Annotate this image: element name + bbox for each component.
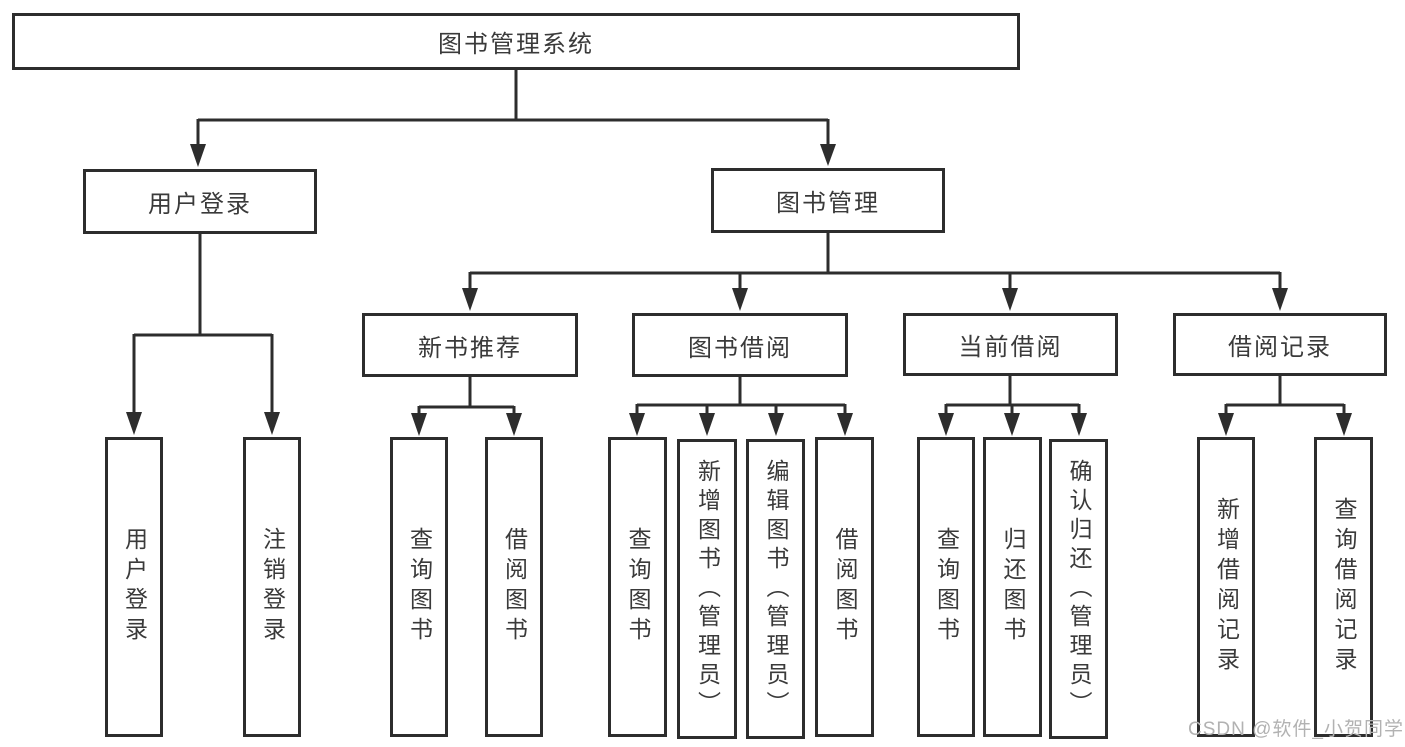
node-new-book-recommend: 新书推荐: [362, 313, 578, 377]
arrowhead-icons: [126, 144, 1352, 436]
watermark-csdn: CSDN @软件_小贺同学: [1188, 719, 1404, 740]
leaf-records-query-record: 查询借阅记录: [1314, 437, 1373, 737]
leaf-borrow-borrow-books: 借阅图书: [815, 437, 874, 737]
leaf-borrow-query-books: 查询图书: [608, 437, 667, 737]
node-book-borrowing: 图书借阅: [632, 313, 848, 377]
leaf-records-add-record: 新增借阅记录: [1197, 437, 1255, 737]
leaf-logout: 注销登录: [243, 437, 301, 737]
node-current-borrowing: 当前借阅: [903, 313, 1118, 376]
leaf-borrow-add-books: 新增图书（管理员）: [677, 439, 737, 739]
leaf-recommend-query-books: 查询图书: [390, 437, 448, 737]
leaf-current-confirm-return: 确认归还（管理员）: [1049, 439, 1108, 739]
node-borrowing-records: 借阅记录: [1173, 313, 1387, 376]
node-user-login: 用户登录: [83, 169, 317, 234]
leaf-current-return-books: 归还图书: [983, 437, 1042, 737]
node-library-system: 图书管理系统: [12, 13, 1020, 70]
leaf-recommend-borrow-books: 借阅图书: [485, 437, 543, 737]
leaf-current-query-books: 查询图书: [917, 437, 975, 737]
leaf-borrow-edit-books: 编辑图书（管理员）: [746, 439, 805, 739]
leaf-user-login: 用户登录: [105, 437, 163, 737]
node-book-management: 图书管理: [711, 168, 945, 233]
